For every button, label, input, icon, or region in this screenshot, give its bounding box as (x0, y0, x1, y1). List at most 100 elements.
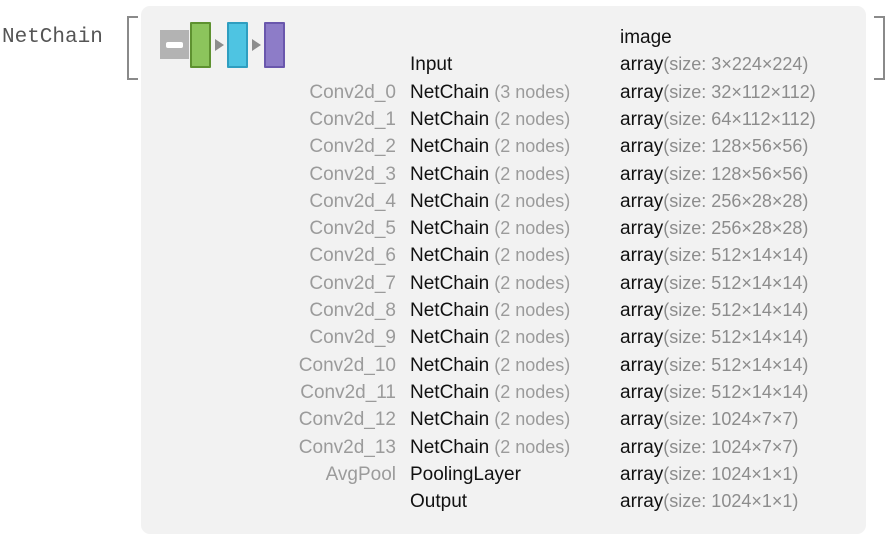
shape-dimensions: (size: 128×56×56) (663, 163, 809, 184)
layer-type-text: NetChain (410, 218, 490, 240)
minus-icon (166, 41, 183, 48)
layer-name: Conv2d_12 (298, 409, 396, 431)
layer-type: NetChain (3 nodes) (410, 79, 570, 106)
layer-type: NetChain (2 nodes) (410, 106, 570, 133)
shape-dimensions: (size: 1024×7×7) (663, 436, 799, 457)
layer-type-text: NetChain (410, 409, 490, 431)
table-header-row: image (141, 24, 866, 51)
shape-dimensions: (size: 512×14×14) (663, 245, 809, 266)
layer-type-text: NetChain (410, 436, 490, 458)
layer-node-count: (2 nodes) (489, 163, 571, 184)
layer-output-shape: array(size: 128×56×56) (620, 133, 808, 160)
layer-type: NetChain (2 nodes) (410, 324, 570, 351)
layer-type: Input (410, 51, 452, 78)
layer-output-shape: array(size: 512×14×14) (620, 379, 808, 406)
layer-type: NetChain (2 nodes) (410, 188, 570, 215)
layer-node-count: (2 nodes) (489, 381, 571, 402)
layer-node-count: (3 nodes) (489, 81, 571, 102)
shape-dimensions: (size: 1024×1×1) (663, 463, 799, 484)
layer-type-text: NetChain (410, 136, 490, 158)
shape-dimensions: (size: 256×28×28) (663, 190, 809, 211)
shape-dimensions: (size: 512×14×14) (663, 327, 809, 348)
shape-kind: array (620, 409, 664, 431)
layer-name: Conv2d_13 (298, 436, 396, 458)
layer-type-text: NetChain (410, 190, 490, 212)
shape-dimensions: (size: 64×112×112) (663, 108, 816, 129)
shape-kind: array (620, 436, 664, 458)
layer-node-count: (2 nodes) (489, 354, 571, 375)
layer-output-shape: array(size: 128×56×56) (620, 161, 808, 188)
layer-output-shape: array(size: 512×14×14) (620, 297, 808, 324)
table-row: Conv2d_12 NetChain (2 nodes) array(size: 1… (141, 406, 866, 433)
layer-type-text: NetChain (410, 354, 490, 376)
layer-output-shape: array(size: 512×14×14) (620, 324, 808, 351)
layer-name: Conv2d_4 (309, 190, 396, 212)
shape-dimensions: (size: 1024×7×7) (663, 409, 799, 430)
layer-node-count: (2 nodes) (489, 190, 571, 211)
layer-output-shape: array(size: 1024×7×7) (620, 406, 798, 433)
shape-kind: array (620, 190, 664, 212)
shape-kind: array (620, 81, 664, 103)
layer-type-text: NetChain (410, 300, 490, 321)
layer-output-shape: array(size: 512×14×14) (620, 270, 808, 297)
layer-type: NetChain (2 nodes) (410, 297, 570, 324)
layer-type: NetChain (2 nodes) (410, 434, 570, 461)
layer-type-text: NetChain (410, 272, 490, 294)
layer-node-count: (2 nodes) (489, 300, 571, 320)
layer-output-shape: array(size: 512×14×14) (620, 242, 808, 269)
shape-kind: array (620, 108, 664, 130)
layer-node-count: (2 nodes) (489, 327, 571, 348)
shape-dimensions: (size: 512×14×14) (663, 300, 809, 320)
shape-kind: array (620, 491, 664, 513)
collapse-button[interactable] (160, 30, 189, 59)
layer-type-text: Input (410, 54, 453, 76)
layer-name: Conv2d_10 (298, 354, 396, 376)
layer-node-count: (2 nodes) (489, 218, 571, 239)
layer-node-count: (2 nodes) (489, 436, 571, 457)
layer-output-shape: array(size: 256×28×28) (620, 215, 808, 242)
layer-type-text: Output (410, 491, 468, 513)
layer-node-count: (2 nodes) (489, 245, 571, 266)
layer-type: NetChain (2 nodes) (410, 215, 570, 242)
layer-block-cyan (227, 22, 248, 68)
shape-kind: array (620, 136, 664, 158)
layer-type: Output (410, 488, 467, 515)
layer-output-shape: array(size: 1024×7×7) (620, 434, 798, 461)
layer-type: NetChain (2 nodes) (410, 161, 570, 188)
layer-name: Conv2d_6 (309, 245, 396, 267)
layer-name: Conv2d_5 (309, 218, 396, 240)
layer-output-shape: image (620, 24, 672, 51)
layer-name: Conv2d_2 (309, 136, 396, 158)
layer-type: NetChain (2 nodes) (410, 133, 570, 160)
layer-block-purple (264, 22, 285, 68)
layer-type: NetChain (2 nodes) (410, 352, 570, 379)
shape-dimensions: (size: 128×56×56) (663, 136, 809, 157)
shape-kind: array (620, 218, 664, 240)
layer-type-text: PoolingLayer (410, 463, 521, 485)
layer-output-shape: array(size: 32×112×112) (620, 79, 816, 106)
expression-head-label: NetChain (2, 26, 103, 49)
shape-dimensions: (size: 3×224×224) (663, 54, 809, 75)
shape-kind: array (620, 54, 664, 76)
layer-output-shape: array(size: 256×28×28) (620, 188, 808, 215)
shape-kind: array (620, 354, 664, 376)
table-row: Conv2d_13 NetChain (2 nodes) array(size: 1… (141, 434, 866, 461)
shape-dimensions: (size: 512×14×14) (663, 272, 809, 293)
shape-kind: array (620, 300, 664, 321)
table-row: Conv2d_2 NetChain (2 nodes) array(size: 12… (141, 133, 866, 160)
chain-thumbnail[interactable] (190, 22, 285, 68)
shape-dimensions: (size: 1024×1×1) (663, 491, 799, 512)
layer-type-text: NetChain (410, 81, 490, 103)
layer-node-count: (2 nodes) (489, 108, 571, 129)
layer-node-count: (2 nodes) (489, 409, 571, 430)
layer-type-text: NetChain (410, 381, 490, 403)
shape-kind: array (620, 245, 664, 267)
table-row: Conv2d_4 NetChain (2 nodes) array(size: 25… (141, 188, 866, 215)
